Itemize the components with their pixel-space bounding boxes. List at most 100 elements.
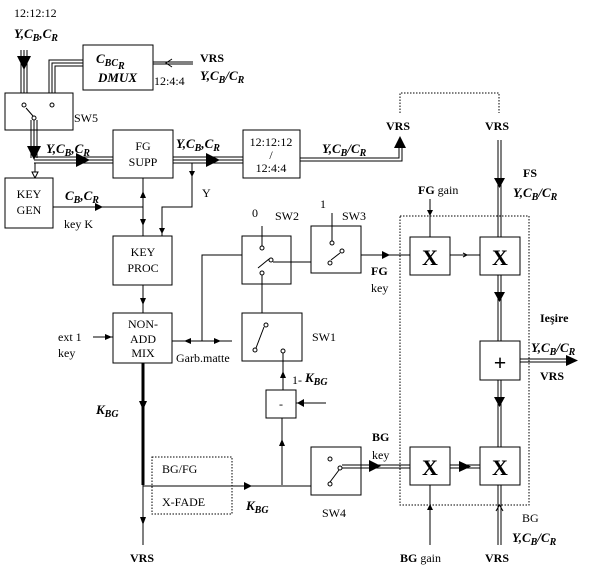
bg-label: BG	[522, 511, 539, 525]
mult-label-4: X	[492, 455, 508, 480]
out-vrs: VRS	[540, 369, 564, 383]
mult-label-1: X	[422, 245, 438, 270]
dmux-title: CBCR	[96, 51, 125, 72]
iesire-label: Ieşire	[540, 311, 569, 325]
bg-key-line2: key	[372, 448, 389, 462]
garb-matte-link	[172, 254, 242, 344]
bg-multiplier	[479, 446, 521, 486]
fg-key-line2: key	[371, 281, 388, 295]
vrs-bracket	[399, 92, 500, 113]
fg-to-sum	[494, 275, 505, 341]
conv-output-bus	[300, 136, 406, 162]
mult-label-2: X	[492, 245, 508, 270]
bg-bus	[495, 485, 504, 545]
fg-supp-block	[112, 129, 174, 179]
sw5-contact-b	[49, 102, 55, 108]
sw5-output-bus	[27, 120, 113, 180]
sw3-label: SW3	[342, 209, 366, 223]
mult-label-3: X	[422, 455, 438, 480]
fg-multiplier	[479, 236, 521, 276]
fg-supp-keyproc-link	[140, 178, 146, 236]
sw1-label: SW1	[312, 330, 336, 344]
conv-line1: 12:12:12	[250, 135, 293, 149]
fs-label: FS	[523, 166, 537, 180]
xfade-line1: BG/FG	[162, 462, 198, 476]
sw3-one-label: 1	[320, 197, 326, 211]
key-gen-block	[4, 177, 54, 229]
output-bus	[520, 355, 578, 366]
dmux-in-vrs: VRS	[200, 51, 224, 65]
bg-mult-link	[450, 461, 480, 472]
minus-label: -	[279, 397, 283, 411]
sw5-out-signal: Y,CB,CR	[46, 141, 90, 159]
top-rate-label: 12:12:12	[14, 6, 57, 20]
fg-supp-line1: FG	[135, 139, 151, 153]
nam-line2: ADD	[130, 332, 156, 346]
dmux-input-line	[153, 58, 193, 68]
key-k-label: key K	[64, 217, 93, 231]
nam-line3: MIX	[131, 346, 155, 360]
conv-line2: /	[269, 148, 273, 162]
non-add-mix-block	[112, 312, 173, 364]
sw5-switch	[4, 92, 74, 131]
fs-signal: Y,CB/CR	[513, 185, 558, 203]
bg-key-line1: BG	[372, 430, 389, 444]
key-proc-line1: KEY	[131, 245, 156, 259]
xfade-line2: X-FADE	[162, 495, 205, 509]
fg-supp-output-bus	[159, 153, 243, 236]
bg-gain-multiplier	[409, 446, 451, 486]
ext-key-line1: ext 1	[58, 330, 82, 344]
ext-key-line2: key	[58, 346, 75, 360]
conv-line3: 12:4:4	[256, 161, 287, 175]
rate-converter-block	[242, 129, 301, 179]
nam-line1: NON-	[128, 317, 158, 331]
kbg-bottom-label: KBG	[245, 498, 269, 516]
fg-supp-out-signal: Y,CB,CR	[176, 136, 220, 154]
sw4-switch	[310, 446, 362, 496]
sw2-zero-label: 0	[252, 206, 258, 220]
sw5-wiper	[31, 115, 37, 121]
sw2-switch	[241, 235, 292, 285]
conv-out-signal: Y,CB/CR	[322, 141, 367, 159]
key-gen-signal: CB,CR	[65, 188, 99, 206]
key-proc-block	[112, 235, 173, 286]
sum-to-bg	[494, 380, 505, 447]
fg-gain-multiplier	[409, 236, 451, 276]
sw5-label: SW5	[74, 111, 98, 125]
sw4-label: SW4	[322, 506, 346, 520]
dmux-in-signal: Y,CB/CR	[200, 68, 245, 86]
key-gen-line1: KEY	[17, 187, 42, 201]
vrs-bottom-left: VRS	[130, 551, 154, 565]
sw5-contact-a	[21, 102, 27, 108]
vrs-bottom-right: VRS	[485, 551, 509, 565]
y-label: Y	[202, 186, 211, 200]
kbg-left-label: KBG	[95, 402, 119, 420]
out-signal: Y,CB/CR	[531, 340, 576, 358]
bg-key-line	[342, 460, 410, 472]
garb-matte-label: Garb.matte	[176, 351, 230, 365]
sw1-switch	[241, 312, 303, 362]
kbg-upper-label: KBG	[304, 370, 328, 388]
bg-signal: Y,CB/CR	[512, 530, 557, 548]
top-signal-label: Y,CB,CR	[14, 26, 58, 44]
cbcr-dmux-block	[82, 44, 154, 91]
summing-block	[479, 340, 521, 381]
sw3-switch	[310, 225, 362, 274]
invert-block	[265, 389, 297, 419]
dmux-subtitle: DMUX	[97, 70, 137, 85]
fs-bus	[494, 140, 505, 237]
dmux-output-bus	[48, 59, 83, 104]
plus-label: +	[494, 350, 507, 375]
dmux-rate: 12:4:4	[154, 74, 185, 88]
vrs-out-left: VRS	[386, 119, 410, 133]
key-gen-output	[53, 203, 143, 211]
sw2-label: SW2	[275, 209, 299, 223]
fg-gain-label: FG gain	[418, 183, 458, 197]
one-minus-label: 1-	[292, 373, 302, 387]
mixer-region	[399, 215, 530, 506]
key-gen-line2: GEN	[17, 203, 42, 217]
key-proc-line2: PROC	[127, 261, 158, 275]
vrs-out-right: VRS	[485, 119, 509, 133]
fg-supp-line2: SUPP	[129, 155, 158, 169]
